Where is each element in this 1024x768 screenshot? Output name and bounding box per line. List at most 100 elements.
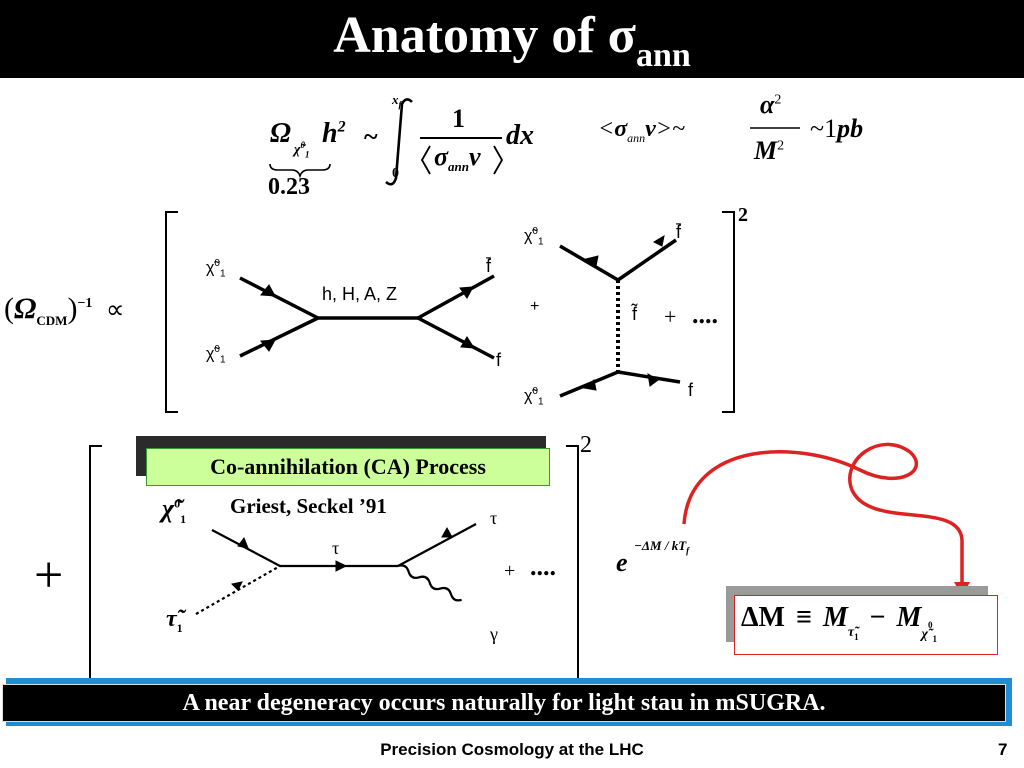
alpha-exp: 2 [774,92,782,108]
cdm-sub: CDM [36,313,68,328]
int-numerator: 1 [452,104,465,133]
dm-m1-subsub: 1 [854,632,859,642]
int-denominator: σannv [434,142,481,175]
one: 1 [824,114,838,143]
omega-sub-sup: 0 [300,140,306,150]
d2-chi-bot: χ̃01 [524,386,544,408]
approx: ~ [810,114,825,143]
omega-cdm-symbol: Ω [14,292,37,325]
xsec-alpha: α2 [760,90,781,120]
xsec-sigma: σ [614,116,628,142]
cdm-exp: −1 [77,296,93,311]
ca-gamma: γ [490,624,498,644]
boltz-T: T [678,538,687,553]
dm-equiv: ≡ [795,602,812,633]
relic-value: 0.23 [268,174,310,200]
int-upper-sub: f [398,99,402,110]
omega-sub-chi: χ̃ [294,142,301,158]
d2-f: f [688,380,694,400]
ca-label-box: Co-annihilation (CA) Process [146,448,550,486]
relic-omega: Ω [270,118,291,150]
omega-cdm: (ΩCDM)−1 ∝ [4,292,125,328]
boltz-exp-prefix: −ΔM / k [634,538,679,553]
dm-m1-sub: τ̃ [847,625,855,640]
m-exp: 2 [777,138,785,154]
ca-chi-sym: χ̃ [162,494,175,523]
diagram2-lines [559,234,681,398]
xsec-right: ~1pb [810,114,863,144]
d2-fbar: f̄ [676,222,682,242]
d2-chi-bot-sub: 1 [537,396,544,408]
d1-chi-bot: χ̃01 [206,344,226,366]
boltz-exponent: −ΔM / kTf [634,538,689,556]
den-sigma: σ [434,142,449,171]
relic-sim: ~ [364,122,378,151]
xsec-sub: ann [627,130,646,145]
boltz-T-sub: f [686,545,690,556]
d1-chi-bot-sub: 1 [219,354,226,366]
d1-chi-bot-sym: χ̃ [206,345,215,363]
diagram1-lines [239,274,495,360]
den-v: v [468,142,481,171]
footer-text: Precision Cosmology at the LHC [380,740,644,759]
dm-lhs: ΔM ≡ Mτ̃1 − Mχ̃01 [741,602,937,644]
d2-chi-top-sym: χ̃ [524,227,533,245]
title-sigma: σ [607,7,636,64]
ca-plus-big: + [34,547,64,604]
ca-chi-sub: 1 [180,512,187,527]
d2-plus: + [664,304,677,329]
xsec-left: <σannv>~ [598,116,685,146]
d2-chi-bot-sup: 0 [532,386,538,397]
pb: pb [837,114,864,143]
d1-f: f [496,350,502,370]
dm-minus: − [869,602,886,633]
d1-mediator: h, H, A, Z [322,284,398,304]
d1-chi-top-sup: 0 [214,258,220,269]
ca-stau: τ̃1 [166,606,183,636]
ca-tau-mid: τ [332,538,340,558]
dm-m2-sup: 0 [927,620,933,630]
ca-reference: Griest, Seckel ’91 [230,494,387,518]
d2-dots: .... [692,300,718,329]
d1-fbar: f̄ [486,256,492,276]
int-dx: dx [506,120,534,151]
dm-m1: M [822,602,848,633]
m-symbol: M [754,136,778,165]
d2-chi-top: χ̃01 [524,226,544,248]
xsec-m2: M2 [754,136,784,166]
red-arrow-curve [682,442,964,586]
xsec-v: v [645,116,656,142]
delta-m-box: ΔM ≡ Mτ̃1 − Mχ̃01 [734,595,998,655]
alpha: α [760,90,775,119]
d1-chi-top-sym: χ̃ [206,259,215,277]
omega-symbol: Ω [270,118,291,149]
diagram3-lines [195,523,477,615]
bracket1-exp: 2 [738,204,748,226]
relic-h2: h2 [322,118,346,150]
h-symbol: h [322,118,338,149]
omega-sub-sub: 1 [305,149,310,160]
dm-m2-subsub: 1 [932,634,937,644]
title-subscript: ann [635,37,691,74]
proportional-symbol: ∝ [105,295,125,324]
int-upper: xf [392,92,402,110]
int-lower: 0 [392,166,399,181]
xsec-lt: < [598,116,615,142]
int-upper-x: x [392,92,399,107]
d1-chi-top: χ̃01 [206,258,226,280]
h-exponent: 2 [337,118,346,136]
dm-m2: M [896,602,922,633]
d1-chi-bot-sup: 0 [214,344,220,355]
d2-chi-bot-sym: χ̃ [524,387,533,405]
title-bar [0,0,1024,78]
d2-chi-top-sup: 0 [532,226,538,237]
dm-m2-sub: χ̃ [921,627,928,642]
page-number: 7 [998,740,1008,759]
bracket2-exp: 2 [580,432,592,458]
ca-chi-sup: 0 [174,496,181,511]
d2-mediator: f̃ [632,304,638,324]
ca-dots: .... [530,552,556,581]
dm-delta: ΔM [741,602,785,633]
den-sub: ann [448,159,469,175]
